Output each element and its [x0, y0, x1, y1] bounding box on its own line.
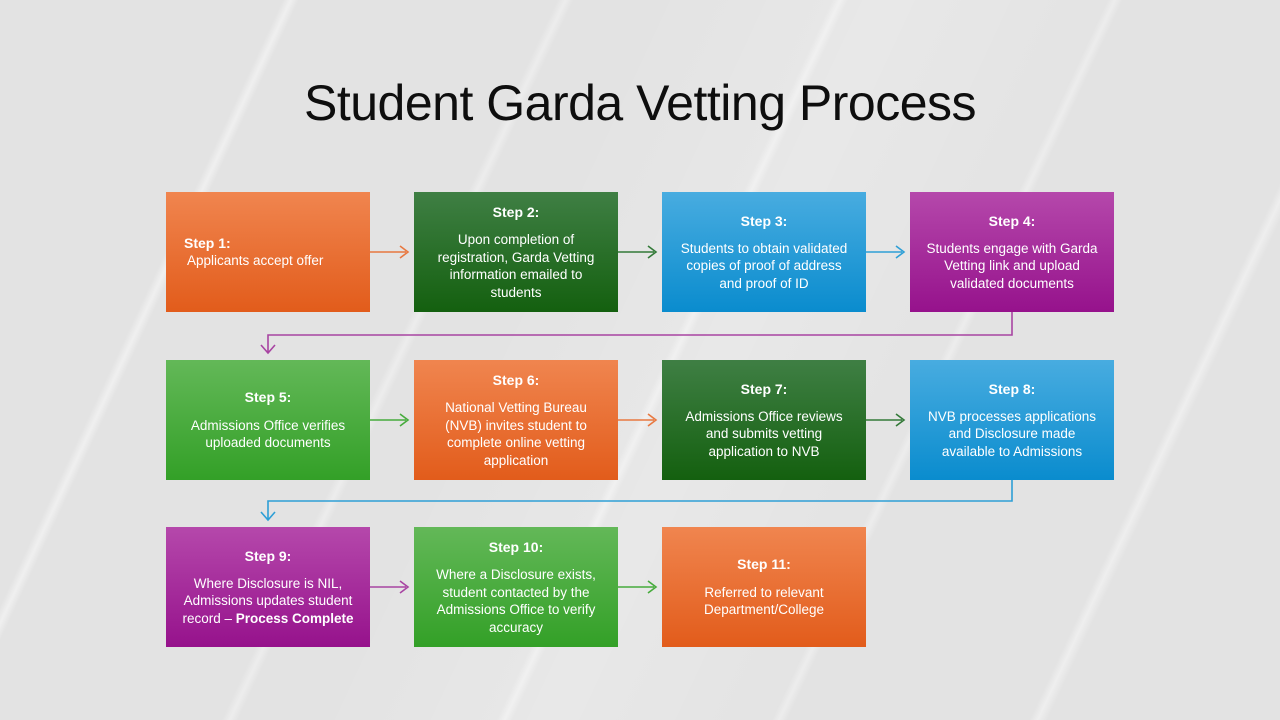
step-box-1: Step 1: Applicants accept offer: [166, 192, 370, 312]
arrow-step10-step11: [618, 580, 658, 594]
step-10-heading: Step 10:: [488, 538, 544, 555]
step-box-11: Step 11: Referred to relevant Department…: [662, 527, 866, 647]
step-6-body: National Vetting Bureau (NVB) invites st…: [445, 400, 587, 468]
arrow-step3-step4: [866, 245, 906, 259]
arrow-step7-step8: [866, 413, 906, 427]
step-box-9: Step 9: Where Disclosure is NIL, Admissi…: [166, 527, 370, 647]
arrow-step4-step5-elbow: [260, 312, 1013, 355]
step-1-body: Applicants accept offer: [187, 253, 324, 269]
step-11-heading: Step 11:: [737, 556, 791, 573]
arrow-step6-step7: [618, 413, 658, 427]
step-7-heading: Step 7:: [740, 380, 788, 397]
step-box-10: Step 10: Where a Disclosure exists, stud…: [414, 527, 618, 647]
step-2-body: Upon completion of registration, Garda V…: [437, 232, 595, 300]
step-9-body-bold: Process Complete: [235, 610, 354, 626]
step-box-6: Step 6: National Vetting Bureau (NVB) in…: [414, 360, 618, 480]
step-2-heading: Step 2:: [492, 203, 540, 220]
step-4-body: Students engage with Garda Vetting link …: [926, 240, 1098, 291]
step-box-5: Step 5: Admissions Office verifies uploa…: [166, 360, 370, 480]
step-9-heading: Step 9:: [244, 547, 292, 564]
step-7-body: Admissions Office reviews and submits ve…: [685, 408, 843, 459]
step-box-8: Step 8: NVB processes applications and D…: [910, 360, 1114, 480]
step-box-3: Step 3: Students to obtain validated cop…: [662, 192, 866, 312]
step-box-2: Step 2: Upon completion of registration,…: [414, 192, 618, 312]
step-5-body: Admissions Office verifies uploaded docu…: [190, 417, 346, 451]
step-3-heading: Step 3:: [740, 212, 788, 229]
step-4-heading: Step 4:: [988, 212, 1036, 229]
arrow-step5-step6: [370, 413, 410, 427]
step-10-body: Where a Disclosure exists, student conta…: [436, 567, 596, 635]
step-5-heading: Step 5:: [244, 389, 292, 406]
step-9-body-text: Where Disclosure is NIL, Admissions upda…: [182, 575, 353, 626]
step-box-4: Step 4: Students engage with Garda Vetti…: [910, 192, 1114, 312]
arrow-step8-step9-elbow: [260, 480, 1013, 522]
step-box-7: Step 7: Admissions Office reviews and su…: [662, 360, 866, 480]
step-8-body: NVB processes applications and Disclosur…: [927, 408, 1097, 459]
step-3-body: Students to obtain validated copies of p…: [680, 240, 848, 291]
page-title: Student Garda Vetting Process: [303, 75, 977, 131]
step-9-body: Where Disclosure is NIL, Admissions upda…: [178, 575, 358, 628]
step-1-heading: Step 1:: [184, 235, 231, 252]
step-6-heading: Step 6:: [492, 371, 540, 388]
step-11-body: Referred to relevant Department/College: [703, 584, 825, 618]
arrow-step1-step2: [370, 245, 410, 259]
arrow-step2-step3: [618, 245, 658, 259]
step-8-heading: Step 8:: [988, 380, 1036, 397]
arrow-step9-step10: [370, 580, 410, 594]
